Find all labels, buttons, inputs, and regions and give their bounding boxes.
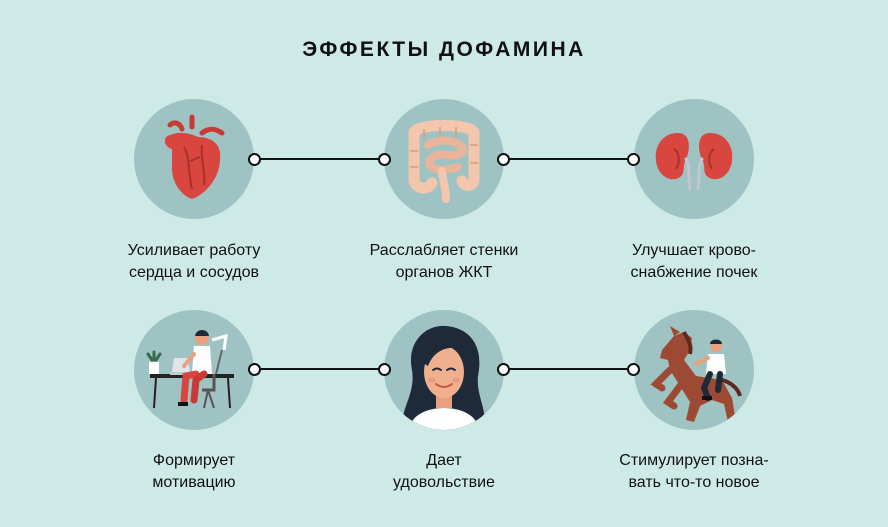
effect-circle-kidneys	[634, 99, 754, 219]
smiling-woman-icon	[402, 325, 485, 430]
effect-caption-motivation: Формирует мотивацию	[152, 452, 236, 491]
effect-circle-heart	[134, 99, 254, 219]
connector-2-3	[503, 158, 633, 160]
page-title: ЭФФЕКТЫ ДОФАМИНА	[302, 38, 586, 61]
effect-circle-intestines	[384, 99, 504, 219]
connector-5-6	[503, 368, 633, 370]
connector-dot	[627, 153, 640, 166]
connector-dot	[378, 363, 391, 376]
heart-icon	[164, 114, 225, 199]
connector-dot	[497, 363, 510, 376]
connector-4-5	[254, 368, 384, 370]
connector-dot	[248, 153, 261, 166]
effect-caption-intestines: Расслабляет стенки органов ЖКТ	[369, 242, 519, 281]
effect-caption-curiosity: Стимулирует позна- вать что-то новое	[619, 452, 769, 491]
connector-dot	[497, 153, 510, 166]
kidneys-icon	[655, 133, 733, 191]
effect-caption-kidneys: Улучшает крово- снабжение почек	[630, 242, 758, 281]
effect-caption-heart: Усиливает работу сердца и сосудов	[127, 242, 261, 281]
effect-caption-pleasure: Дает удовольствие	[393, 452, 495, 491]
connector-dot	[627, 363, 640, 376]
effect-circle-horse-rider	[634, 310, 754, 430]
horse-rider-icon	[650, 326, 742, 422]
working-person-icon	[146, 330, 234, 409]
connector-dot	[378, 153, 391, 166]
connector-1-2	[254, 158, 384, 160]
effect-circle-working-person	[134, 310, 254, 430]
connector-dot	[248, 363, 261, 376]
effect-circle-smiling-woman	[384, 310, 504, 430]
intestines-icon	[408, 120, 480, 203]
